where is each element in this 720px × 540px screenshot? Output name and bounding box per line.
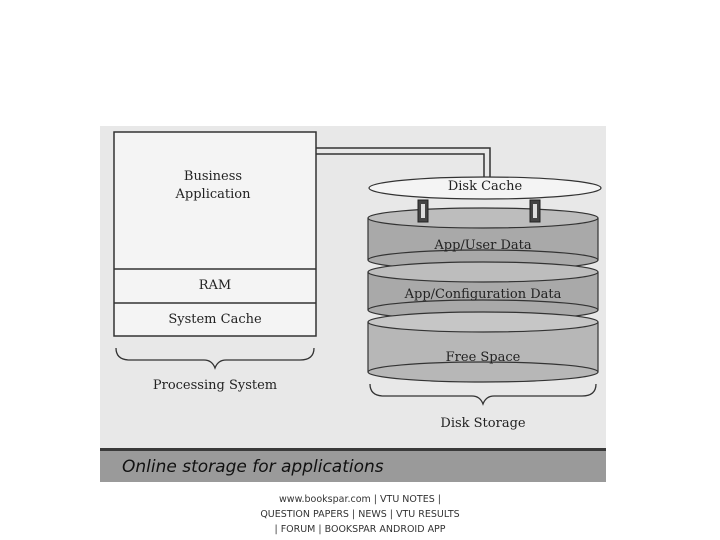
processing-box xyxy=(113,131,317,337)
layer-config-data-label: App/Configuration Data xyxy=(404,287,562,302)
footer-line-1: www.bookspar.com | VTU NOTES | xyxy=(279,494,441,505)
connector-line-inner xyxy=(316,153,485,180)
layer-user-data-label: App/User Data xyxy=(434,238,532,253)
cylinder-free-space-bottom xyxy=(367,361,599,383)
processing-system-label: Processing System xyxy=(152,378,278,393)
storage-diagram: Business Application RAM System Cache Pr… xyxy=(100,126,606,482)
ram-label: RAM xyxy=(198,278,232,293)
disk-storage-label: Disk Storage xyxy=(440,416,526,431)
footer-line-2: QUESTION PAPERS | NEWS | VTU RESULTS xyxy=(260,509,460,520)
storage-brace xyxy=(369,383,597,406)
figure-caption: Online storage for applications xyxy=(122,457,384,477)
caption-bar: Online storage for applications xyxy=(100,448,606,482)
layer-free-space-label: Free Space xyxy=(445,350,521,365)
business-application-label: Business Application xyxy=(175,169,251,202)
cylinder-free-space-top xyxy=(367,311,599,333)
footer-line-3: | FORUM | BOOKSPAR ANDROID APP xyxy=(274,524,446,535)
disk-cache-ellipse xyxy=(368,176,602,200)
processing-brace xyxy=(115,347,315,370)
diagram-graphics xyxy=(113,131,602,406)
cylinder-user-data-top xyxy=(367,207,599,229)
cylinder-config-data-top xyxy=(367,261,599,283)
connector-line-outer xyxy=(316,147,491,180)
system-cache-label: System Cache xyxy=(168,312,262,327)
footer: www.bookspar.com | VTU NOTES | QUESTION … xyxy=(200,492,520,537)
disk-cache-label: Disk Cache xyxy=(447,179,523,194)
